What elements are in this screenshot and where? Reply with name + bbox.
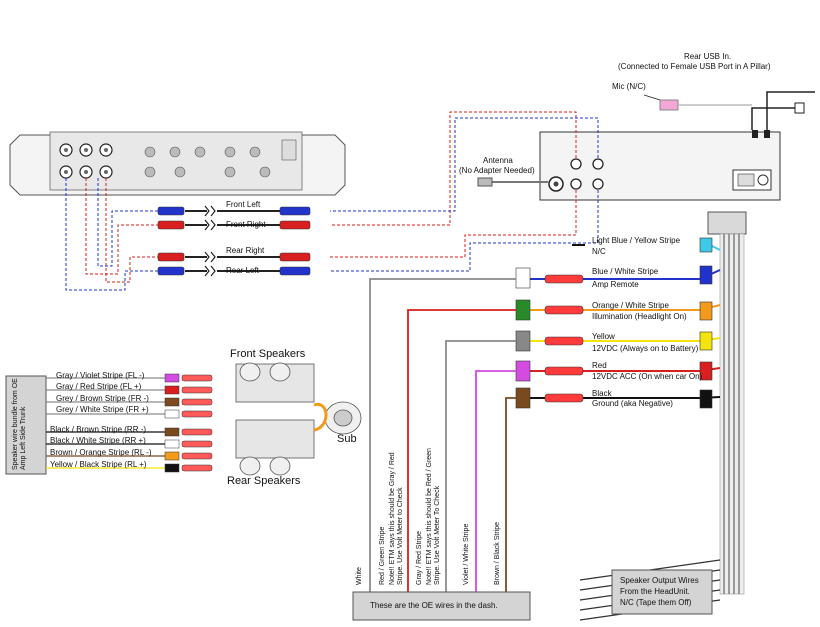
oe-wires-box-label: These are the OE wires in the dash. (370, 601, 498, 610)
oe-wire-brown-black-label: Brown / Black Stripe (494, 521, 501, 585)
harness-wire-sub-label: Illumination (Headlight On) (592, 312, 687, 321)
harness-wire-label: Light Blue / Yellow Stripe (592, 236, 681, 245)
oe-wire-gray-red-note: Note!! ETM says this should be Red / Gre… (426, 448, 442, 585)
harness-wire-label: Black (592, 389, 612, 398)
oe-wire-gray-red-label: Gray / Red Stripe (416, 530, 423, 585)
speakers-graphic (235, 362, 362, 476)
speaker-output-line3: N/C (Tape them Off) (620, 598, 692, 607)
rear-speakers-title: Rear Speakers (227, 475, 301, 487)
rca-front-right-label: Front Right (226, 220, 266, 229)
rca-rear-right-label: Rear Right (226, 246, 265, 255)
speaker-output-line1: Speaker Output Wires (620, 576, 699, 585)
speaker-wire-label: Black / Brown Stripe (RR -) (50, 425, 147, 434)
head-unit (539, 130, 781, 201)
mic-label: Mic (N/C) (612, 82, 646, 91)
speaker-wire-label: Black / White Stripe (RR +) (50, 436, 146, 445)
harness-wire-label: Orange / White Stripe (592, 301, 669, 310)
harness-wire-sub-label: Amp Remote (592, 280, 639, 289)
front-speakers-title: Front Speakers (230, 348, 306, 360)
harness-wire-sub-label: N/C (592, 247, 606, 256)
speaker-wire-label: Grey / Brown Stripe (FR -) (56, 394, 149, 403)
oe-wire-red-green-label: Red / Green Stripe (379, 526, 386, 585)
rca-cables (157, 205, 311, 277)
speaker-bundle-label: Speaker wire bundle from OE Amp Left Sid… (12, 378, 28, 470)
antenna-sub-label: (No Adapter Needed) (459, 166, 535, 175)
speaker-wire-label: Brown / Orange Stripe (RL -) (50, 448, 152, 457)
oe-wire-violet-white-label: Violet / White Stripe (463, 523, 470, 585)
harness-wire-sub-label: 12VDC ACC (On when car On) (592, 372, 703, 381)
rear-usb-sub-label: (Connected to Female USB Port in A Pilla… (618, 62, 771, 71)
harness-wire-label: Red (592, 361, 607, 370)
speaker-wire-label: Yellow / Black Stripe (RL +) (50, 460, 147, 469)
harness-wire-sub-label: Ground (aka Negative) (592, 399, 673, 408)
oe-wires-box (352, 591, 531, 621)
amplifier (9, 131, 346, 196)
speaker-output-line2: From the HeadUnit. (620, 587, 690, 596)
speaker-bundle-box (5, 375, 47, 475)
harness-wire-sub-label: 12VDC (Always on to Battery) (592, 344, 699, 353)
speaker-wire-label: Grey / White Stripe (FR +) (56, 405, 149, 414)
harness-wire-label: Blue / White Stripe (592, 267, 659, 276)
sub-label: Sub (337, 433, 357, 445)
speaker-output-box (611, 569, 713, 615)
antenna-label: Antenna (483, 156, 513, 165)
oe-wire-white-label: White (356, 567, 363, 585)
harness-wire-label: Yellow (592, 332, 615, 341)
rca-rear-left-label: Rear Left (226, 266, 259, 275)
oe-wire-red-green-note: Note!! ETM says this should be Gray / Re… (389, 452, 405, 585)
rear-usb-label: Rear USB In. (684, 52, 732, 61)
speaker-wire-label: Gray / Violet Stripe (FL -) (56, 371, 145, 380)
speaker-wire-label: Gray / Red Stripe (FL +) (56, 382, 142, 391)
rca-front-left-label: Front Left (226, 200, 261, 209)
harness-connector (707, 211, 747, 595)
